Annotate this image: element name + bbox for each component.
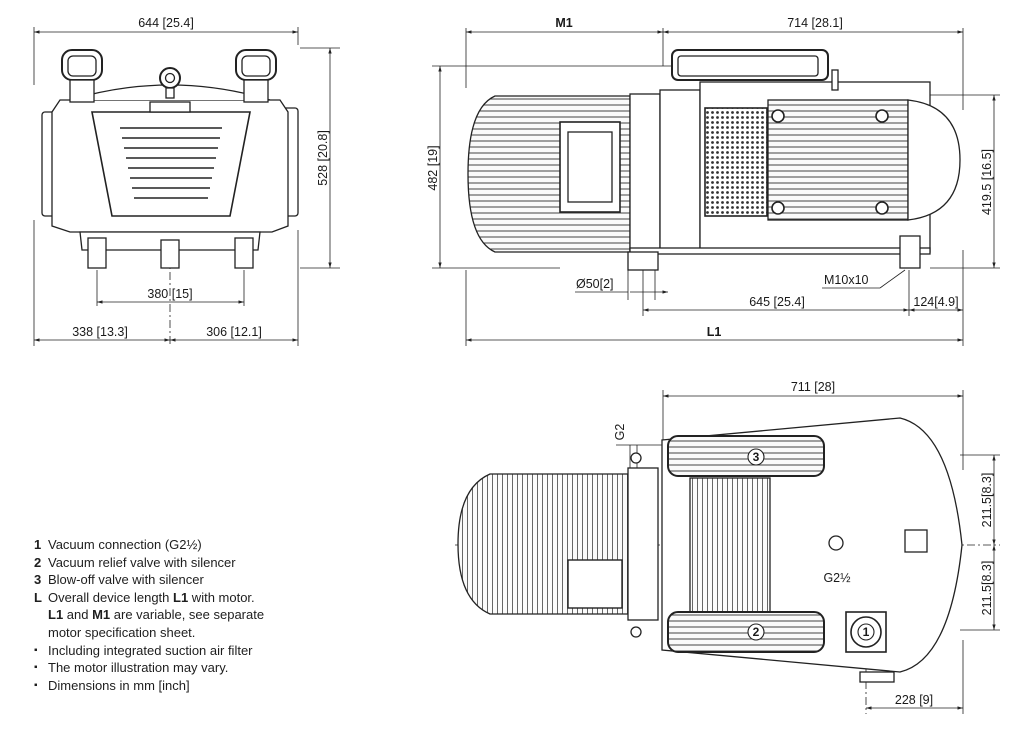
- legend-text: Dimensions in mm [inch]: [48, 677, 190, 693]
- front-view: [33, 27, 340, 346]
- legend-text: Overall device length L1 with motor.: [48, 589, 255, 605]
- dim-top-2115-lower: 211.5[8.3]: [980, 561, 994, 616]
- dim-feet-spacing: 380 [15]: [147, 287, 192, 301]
- legend-text: motor specification sheet.: [48, 624, 196, 640]
- legend-key: 2: [34, 554, 42, 570]
- dim-front-width: 644 [25.4]: [138, 16, 194, 30]
- legend-key: 1: [34, 537, 42, 552]
- dim-side-124: 124[4.9]: [913, 295, 958, 309]
- top-view: [455, 390, 1000, 714]
- legend-key: [34, 606, 48, 624]
- dim-top-g2-half: G2½: [823, 571, 851, 585]
- dim-shaft-diameter: Ø50[2]: [576, 277, 614, 291]
- dim-thread: M10x10: [824, 273, 869, 287]
- dim-top-g2: G2: [613, 424, 627, 441]
- svg-text:1: 1: [863, 625, 870, 639]
- dim-left-to-center: 338 [13.3]: [72, 325, 128, 339]
- dim-side-m1: M1: [555, 16, 572, 30]
- dim-side-4195: 419.5 [16.5]: [980, 149, 994, 215]
- legend-key: [34, 624, 48, 642]
- dim-side-482: 482 [19]: [426, 145, 440, 190]
- callout-3: 3: [747, 448, 765, 466]
- bullet-icon: ▪: [34, 644, 38, 656]
- legend-item-3: 3 Blow-off valve with silencer: [34, 571, 334, 589]
- legend-item-l: L Overall device length L1 with motor.: [34, 589, 334, 607]
- legend-text: Blow-off valve with silencer: [48, 572, 204, 588]
- svg-text:2: 2: [753, 625, 760, 639]
- legend-text: Vacuum relief valve with silencer: [48, 554, 236, 570]
- dim-center-to-right: 306 [12.1]: [206, 325, 262, 339]
- dim-front-height: 528 [20.8]: [316, 130, 330, 186]
- legend-text: The motor illustration may vary.: [48, 660, 229, 676]
- dim-side-l1: L1: [707, 325, 722, 339]
- legend-item-2: 2 Vacuum relief valve with silencer: [34, 554, 334, 572]
- legend-item-l-cont: L1 and M1 are variable, see separate: [34, 606, 334, 624]
- dim-top-711: 711 [28]: [791, 380, 835, 394]
- callout-2: 2: [747, 623, 765, 641]
- legend: 1 Vacuum connection (G2½) 2 Vacuum relie…: [34, 536, 334, 694]
- legend-text: Vacuum connection (G2½): [48, 537, 202, 552]
- side-view: [432, 28, 1000, 346]
- legend-text: L1 and M1 are variable, see separate: [48, 607, 265, 623]
- svg-text:3: 3: [753, 450, 760, 464]
- legend-key: L: [34, 589, 42, 605]
- dim-side-714: 714 [28.1]: [787, 16, 843, 30]
- bullet-icon: ▪: [34, 662, 38, 674]
- dim-top-228: 228 [9]: [895, 693, 933, 707]
- legend-text: Including integrated suction air filter: [48, 642, 253, 658]
- dim-side-645: 645 [25.4]: [749, 295, 805, 309]
- legend-item-l-cont2: motor specification sheet.: [34, 624, 334, 642]
- legend-note-motor: ▪ The motor illustration may vary.: [34, 659, 334, 677]
- legend-note-units: ▪ Dimensions in mm [inch]: [34, 677, 334, 695]
- bullet-icon: ▪: [34, 679, 38, 691]
- callout-1: 1: [857, 623, 875, 641]
- dim-top-2115-upper: 211.5[8.3]: [980, 473, 994, 528]
- legend-item-1: 1 Vacuum connection (G2½): [34, 536, 334, 554]
- legend-key: 3: [34, 572, 42, 588]
- legend-note-filter: ▪ Including integrated suction air filte…: [34, 642, 334, 660]
